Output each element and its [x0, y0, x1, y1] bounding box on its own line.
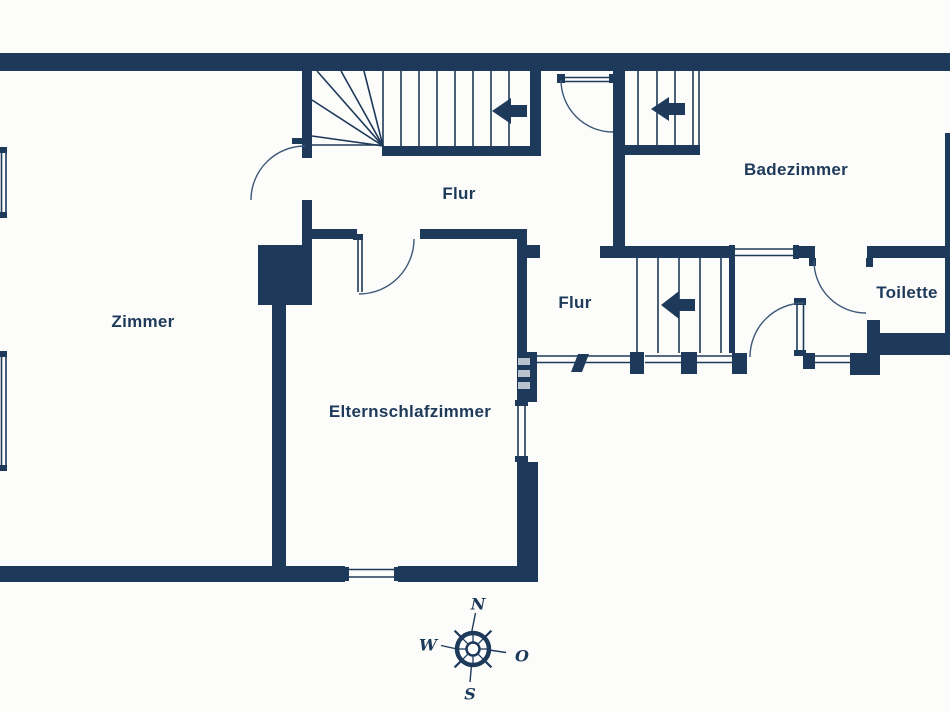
compass-south-label: S — [464, 684, 476, 704]
zimmer-door-tick — [292, 138, 305, 144]
room-label-elternschlafzimmer: Elternschlafzimmer — [328, 402, 492, 421]
wall-stair2-left — [613, 71, 625, 253]
room-label-badezimmer: Badezimmer — [743, 160, 849, 179]
staircase-2 — [637, 71, 700, 145]
wall-top-band — [0, 53, 950, 71]
room-label-zimmer: Zimmer — [111, 312, 175, 331]
wall-eltern-east-upper — [517, 239, 527, 352]
corridor-end-block — [850, 353, 880, 375]
wall-eltern-north-right — [420, 229, 527, 239]
wall-toilette-south — [880, 333, 950, 355]
radiator-stripe — [518, 358, 530, 365]
staircase-1 — [311, 70, 527, 147]
window-left-lower — [0, 357, 7, 465]
wall-zimmer-east-lower — [302, 200, 312, 245]
wall-zimmer-east-upper — [302, 71, 312, 158]
door1-jamb-left — [557, 74, 565, 83]
door-elternschlafzimmer — [357, 238, 415, 295]
door-toilette — [813, 260, 867, 314]
wall-stair1-right — [530, 71, 541, 156]
toilette-door-jamb-right — [866, 258, 873, 267]
wall-eltern-west — [272, 305, 286, 567]
door1-jamb-right — [609, 74, 618, 83]
wall-bottom-left — [0, 566, 345, 582]
room-label-flur-top: Flur — [442, 184, 476, 203]
corridor-pillar — [681, 352, 697, 374]
compass-north-label: N — [470, 594, 486, 614]
compass-rose-icon — [440, 612, 507, 683]
window-bade-south — [735, 248, 793, 257]
wall-bottom-right — [398, 566, 538, 582]
room-label-flur-lower: Flur — [558, 293, 592, 312]
eltern-door-hinge-tick — [353, 234, 363, 240]
wall-stair3-right — [729, 253, 735, 353]
compass-west-label: W — [419, 635, 437, 655]
flur2-door-hinge-cap — [794, 298, 806, 305]
room-label-toilette: Toilette — [876, 283, 938, 302]
corridor-pillar — [630, 352, 644, 374]
corridor-pillar — [732, 353, 747, 374]
window-cap — [0, 212, 7, 218]
window-left-upper — [0, 153, 7, 212]
window-eltern-south — [349, 568, 394, 578]
stair2-bottom-bar — [623, 145, 700, 155]
wall-bade-south-1 — [600, 246, 732, 258]
tilted-sash — [571, 354, 589, 372]
window-cap — [343, 567, 349, 581]
window-cap — [515, 456, 528, 462]
wall-east-strip — [945, 133, 950, 333]
window-cap — [793, 245, 799, 259]
window-cap — [0, 351, 7, 357]
chimney-block — [258, 245, 312, 305]
stair-direction-arrow-icon — [651, 97, 685, 121]
radiator-stripe — [518, 382, 530, 389]
flur2-door-leaf-cap — [794, 350, 806, 356]
staircase-3 — [636, 258, 722, 353]
toilette-door-jamb-left — [809, 258, 816, 266]
stair-direction-arrow-icon — [661, 291, 695, 319]
door-flur-top — [560, 76, 614, 133]
compass-east-label: O — [515, 646, 529, 666]
radiator-stripe — [518, 370, 530, 377]
window-cap — [729, 245, 735, 259]
window-cap — [394, 567, 400, 581]
door-zimmer — [250, 145, 306, 201]
corridor-pillar — [803, 353, 815, 369]
window-eltern-east — [517, 406, 526, 456]
wall-eltern-north-left — [310, 229, 357, 239]
flur2-north-stub — [527, 245, 540, 258]
window-cap — [0, 465, 7, 471]
wall-eltern-east-thick — [517, 462, 538, 566]
door-flur-lower — [749, 302, 805, 358]
window-cap — [515, 400, 528, 406]
wall-bade-south-3 — [867, 246, 950, 258]
window-cap — [0, 147, 7, 153]
stair-direction-arrow-icon — [492, 98, 527, 124]
stair1-bottom-bar — [382, 146, 532, 156]
